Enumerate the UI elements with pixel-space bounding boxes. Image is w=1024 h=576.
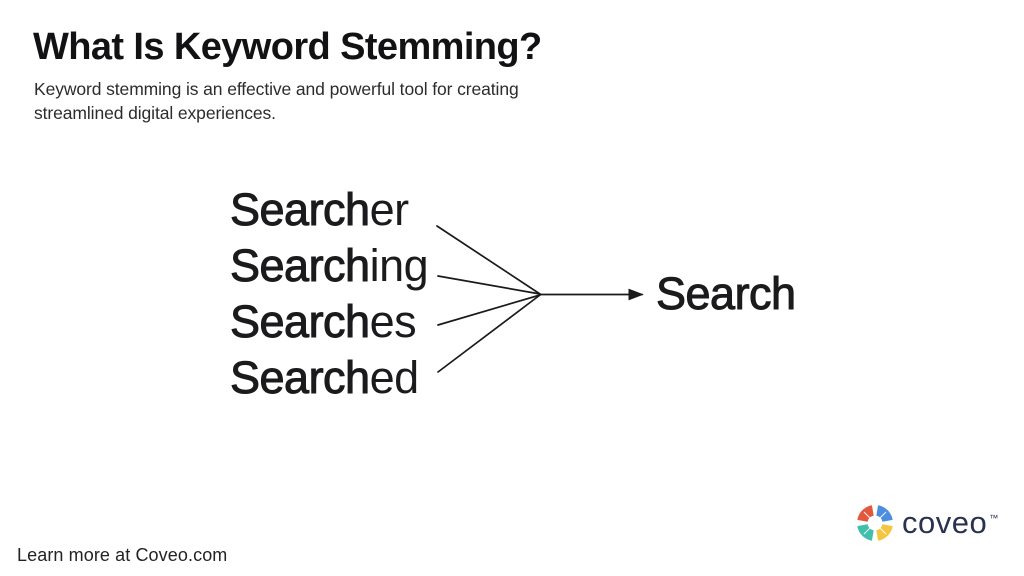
page-title: What Is Keyword Stemming? xyxy=(33,26,542,68)
variant-stem: Search xyxy=(230,184,371,236)
variant-word-searching: Searching xyxy=(230,238,429,294)
variant-word-searcher: Searcher xyxy=(230,182,410,238)
variant-suffix: es xyxy=(369,296,417,347)
variant-stem: Search xyxy=(230,240,371,292)
coveo-logo: coveo ™ xyxy=(856,503,998,543)
variant-stem: Search xyxy=(230,352,371,404)
trademark-symbol: ™ xyxy=(989,513,999,523)
variant-suffix: ed xyxy=(369,352,420,403)
variant-word-searched: Searched xyxy=(230,350,420,406)
result-stem: Search xyxy=(656,268,797,320)
coveo-wordmark: coveo xyxy=(902,505,988,540)
variant-suffix: ing xyxy=(369,240,429,291)
subtitle-line: streamlined digital experiences. xyxy=(34,103,276,123)
learn-more-text: Learn more at Coveo.com xyxy=(17,545,228,565)
coveo-pinwheel-icon xyxy=(857,505,893,541)
variant-stem: Search xyxy=(230,296,371,348)
subtitle-line: Keyword stemming is an effective and pow… xyxy=(34,79,519,99)
result-word: Search xyxy=(656,266,797,322)
page-subtitle: Keyword stemming is an effective and pow… xyxy=(34,77,519,125)
variant-word-searches: Searches xyxy=(230,294,417,350)
variant-suffix: er xyxy=(369,184,410,235)
